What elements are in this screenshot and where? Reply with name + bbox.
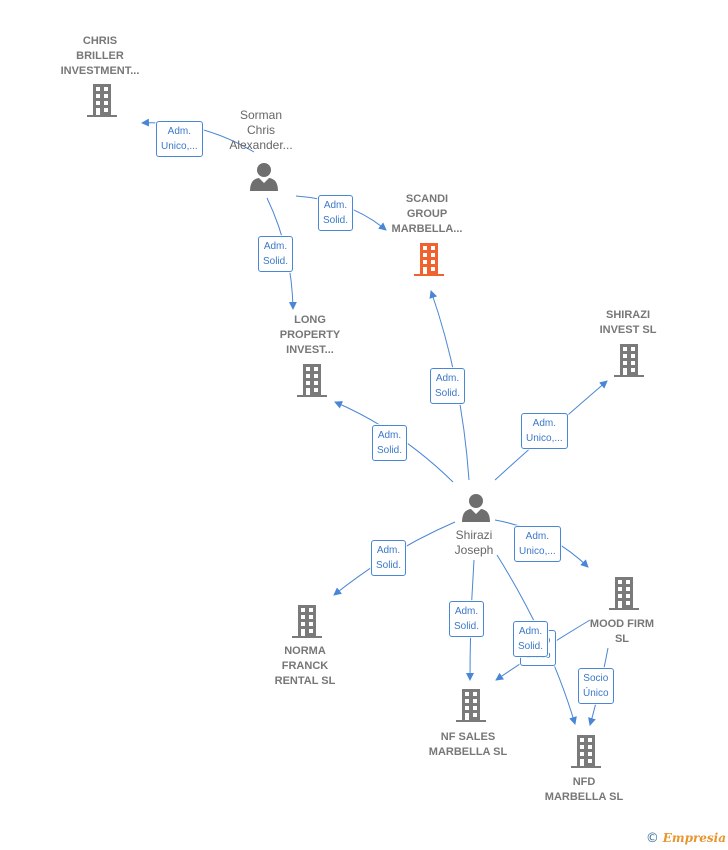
edge-label-mood-nfd[interactable]: Socio Único — [578, 668, 614, 704]
company-mood-firm-label[interactable]: MOOD FIRM SL — [589, 618, 655, 645]
building-icon[interactable] — [87, 84, 117, 117]
company-nfd-marbella-label[interactable]: NFD MARBELLA SL — [544, 776, 624, 803]
person-icon[interactable] — [462, 494, 490, 522]
building-icon[interactable] — [571, 735, 601, 768]
company-chris-briller-label[interactable]: CHRIS BRILLER INVESTMENT... — [60, 35, 140, 77]
company-shirazi-invest-label[interactable]: SHIRAZI INVEST SL — [599, 309, 657, 336]
edge-label-shirazi-long[interactable]: Adm. Solid. — [372, 425, 408, 461]
edge-label-shirazi-invest[interactable]: Adm. Unico,... — [521, 413, 568, 449]
edge-label-shirazi-norma[interactable]: Adm. Solid. — [371, 540, 407, 576]
edge-label-sorman-scandi[interactable]: Adm. Solid. — [318, 195, 354, 231]
building-icon-highlight[interactable] — [414, 243, 444, 276]
edge-label-sorman-long[interactable]: Adm. Solid. — [258, 236, 294, 272]
building-icon[interactable] — [609, 577, 639, 610]
company-long-property-label[interactable]: LONG PROPERTY INVEST... — [279, 314, 341, 356]
edge-label-shirazi-nfsales[interactable]: Adm. Solid. — [449, 601, 485, 637]
company-nf-sales-label[interactable]: NF SALES MARBELLA SL — [428, 731, 508, 758]
copyright-icon: © — [645, 831, 659, 846]
person-icon[interactable] — [250, 163, 278, 191]
building-icon[interactable] — [292, 605, 322, 638]
company-scandi-group-label[interactable]: SCANDI GROUP MARBELLA... — [391, 193, 463, 235]
company-norma-franck-label[interactable]: NORMA FRANCK RENTAL SL — [274, 645, 336, 687]
building-icon[interactable] — [297, 364, 327, 397]
edge-label-sorman-chris[interactable]: Adm. Unico,... — [156, 121, 203, 157]
edge-label-shirazi-mood[interactable]: Adm. Unico,... — [514, 526, 561, 562]
person-shirazi-label[interactable]: Shirazi Joseph — [454, 528, 494, 557]
building-icon[interactable] — [614, 344, 644, 377]
edge-label-shirazi-scandi[interactable]: Adm. Solid. — [430, 368, 466, 404]
edge-label-shirazi-nfd[interactable]: Adm. Solid. — [513, 621, 549, 657]
person-sorman-label[interactable]: Sorman Chris Alexander... — [229, 108, 293, 152]
brand-logo-text: Empresia — [662, 831, 726, 845]
footer-brand[interactable]: © Empresia — [646, 831, 726, 846]
building-icon[interactable] — [456, 689, 486, 722]
